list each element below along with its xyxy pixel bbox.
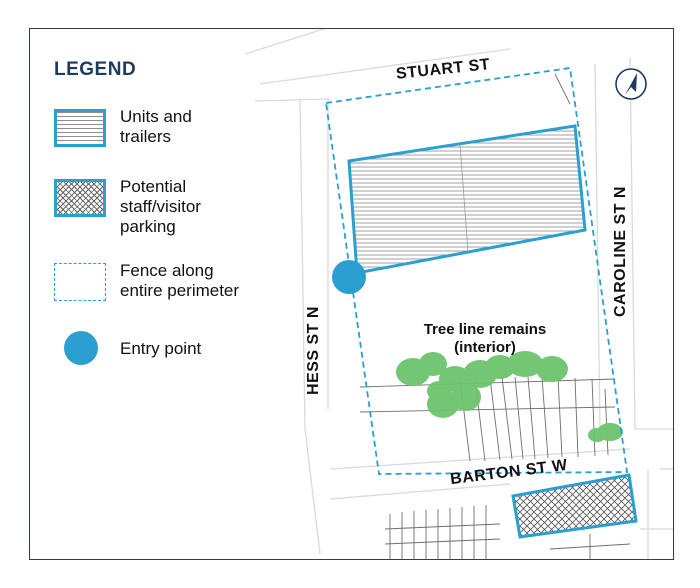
legend-label-fence: Fence along entire perimeter — [120, 261, 240, 300]
entry-point-marker — [332, 260, 366, 294]
street-grid — [244, 29, 673, 559]
entry-dot-icon — [64, 331, 98, 365]
legend-label-entry: Entry point — [120, 339, 202, 358]
site-map — [244, 29, 673, 559]
dashed-fence-icon — [54, 263, 106, 301]
units-and-trailers-area — [347, 124, 587, 275]
perimeter-fence — [324, 66, 629, 475]
street-label-hess: HESS ST N — [305, 306, 322, 395]
north-arrow-icon — [615, 68, 647, 100]
staff-visitor-parking-area — [511, 473, 638, 539]
legend-label-units: Units and trailers — [120, 107, 192, 146]
legend-label-parking: Potential staff/visitor parking — [120, 177, 201, 236]
street-label-caroline: CAROLINE ST N — [612, 186, 629, 317]
tree-line — [396, 351, 623, 442]
tree-line-annotation: Tree line remains (interior) — [423, 321, 547, 356]
horizontal-hatch-box-icon — [54, 109, 106, 147]
map-frame: LEGEND Units and trailers Potential staf… — [29, 28, 674, 560]
legend-title: LEGEND — [54, 59, 137, 80]
cross-hatch-box-icon — [54, 179, 106, 217]
